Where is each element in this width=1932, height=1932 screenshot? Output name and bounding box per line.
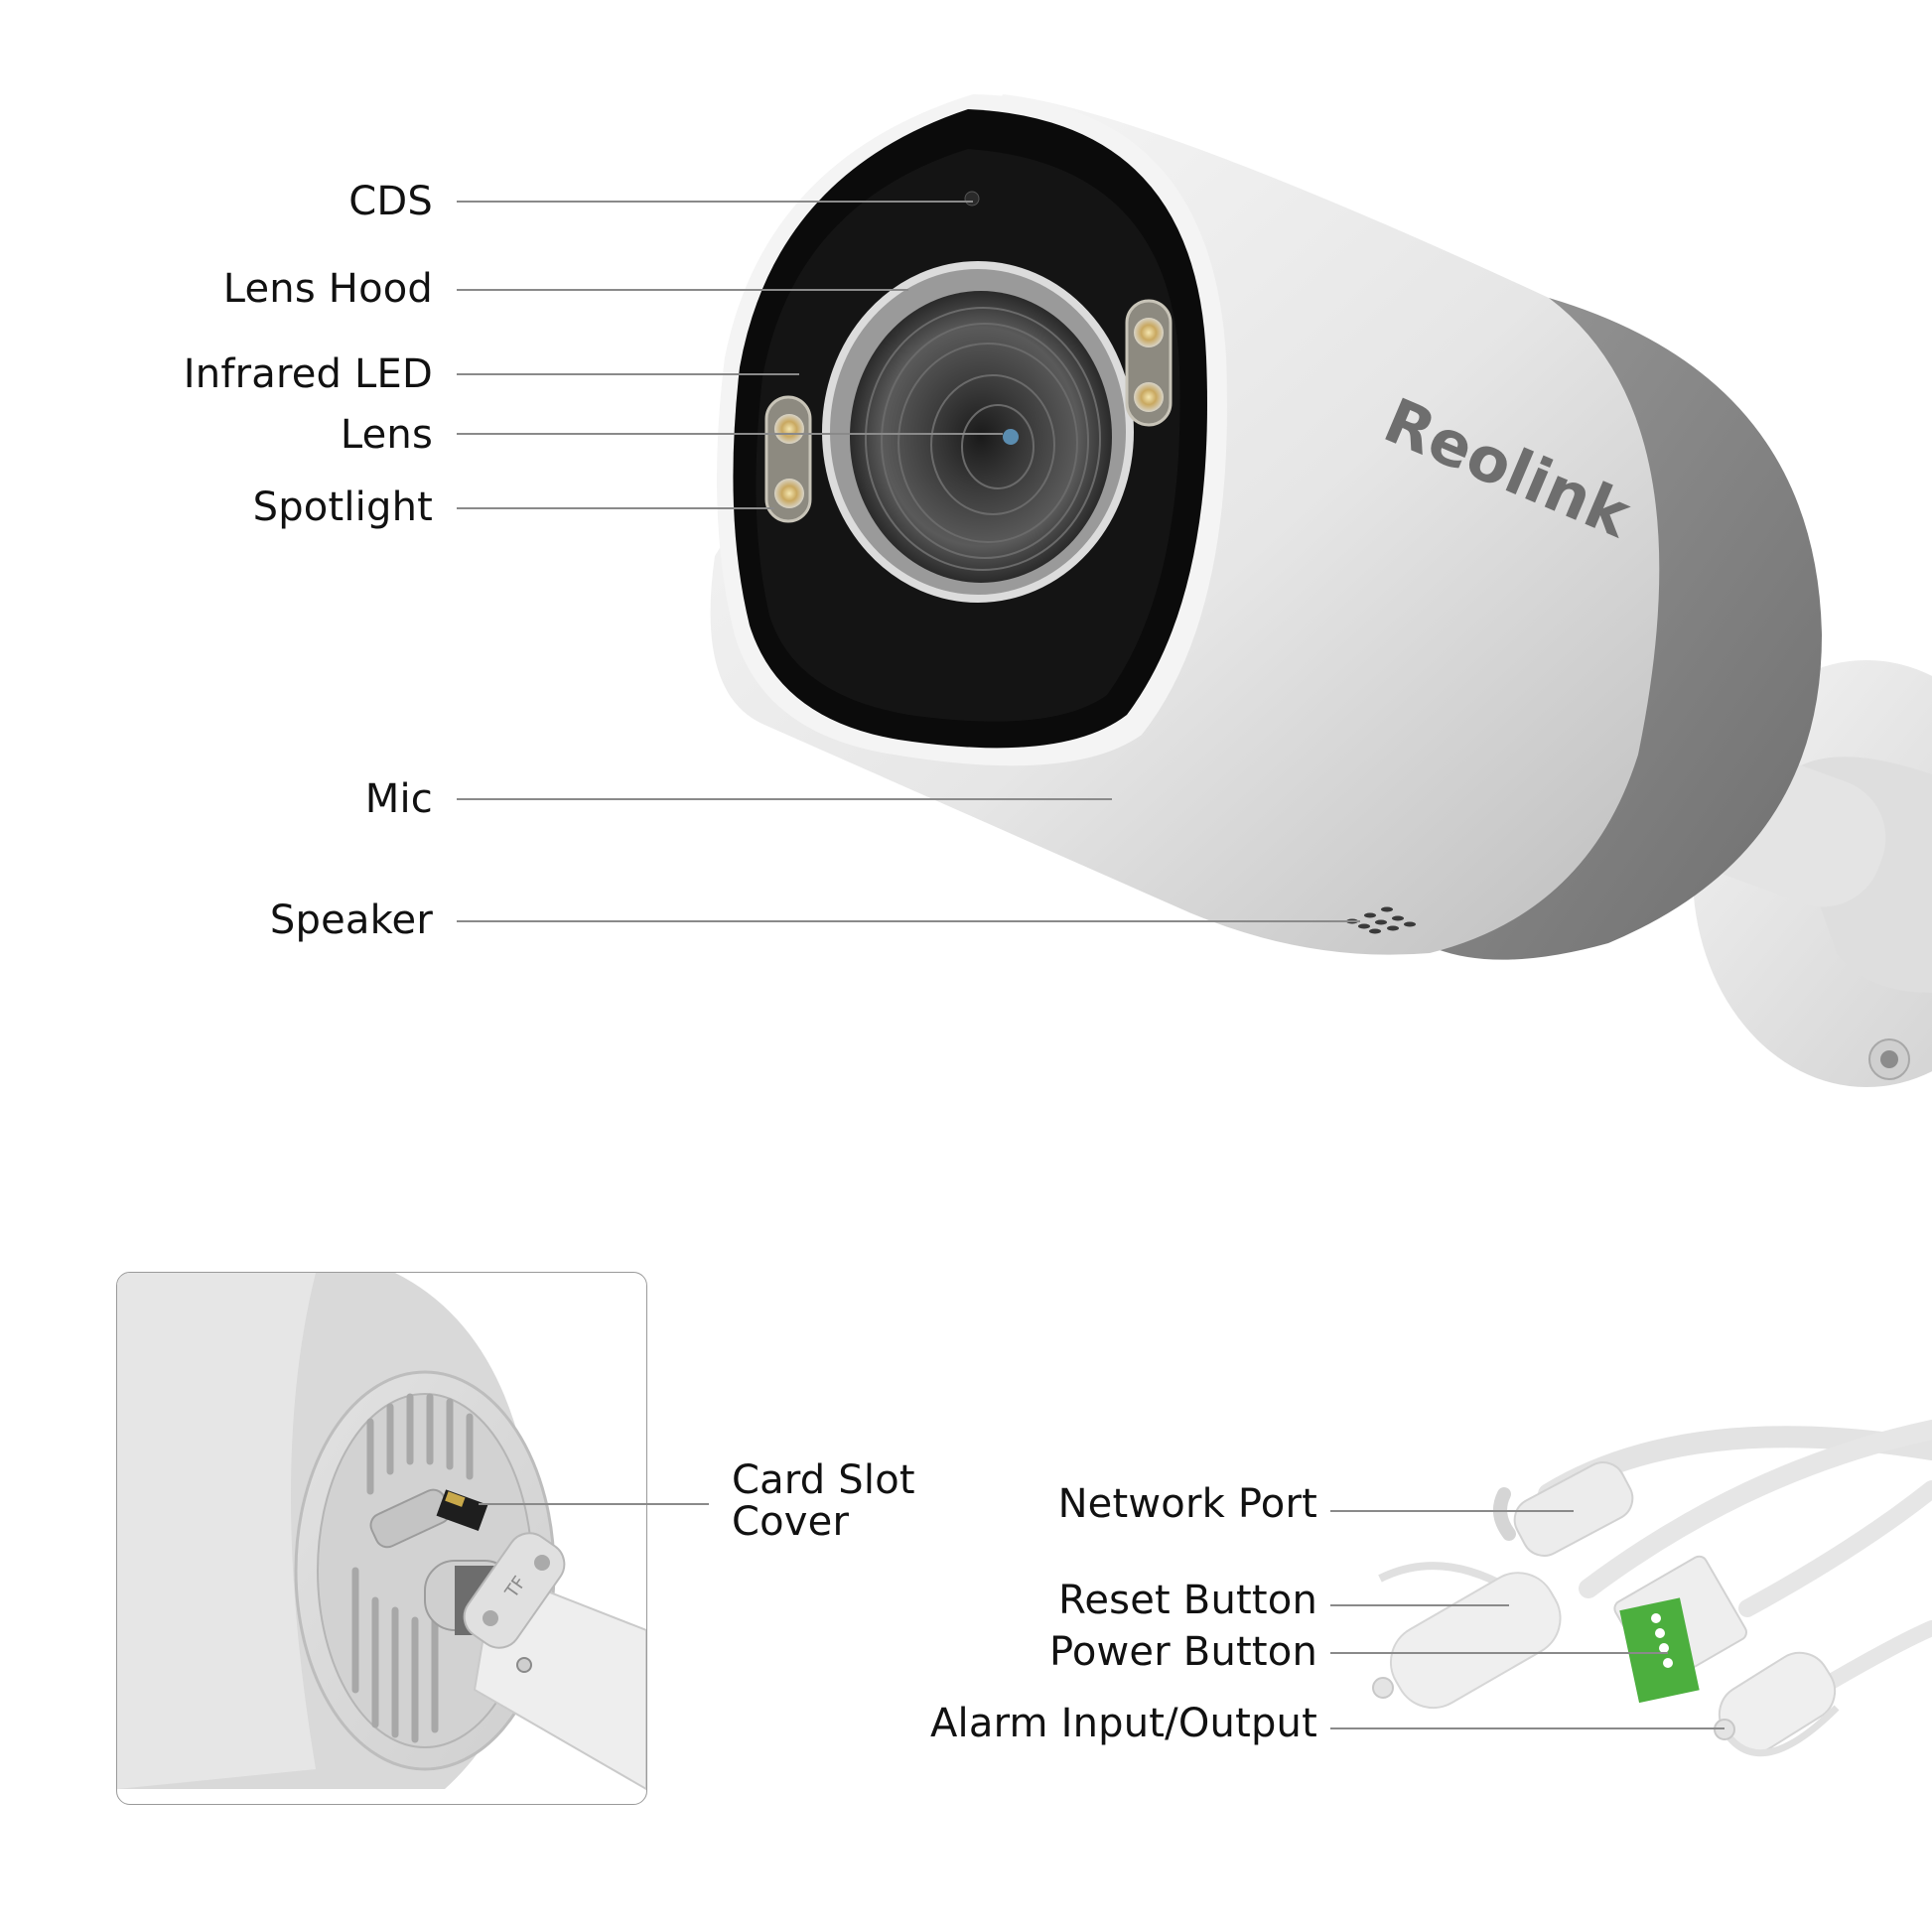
camera-rear-illustration: TF — [117, 1273, 646, 1791]
leader-line-power-button — [1330, 1652, 1668, 1654]
leader-line-infrared-led — [457, 373, 799, 375]
leader-line-cds — [457, 201, 973, 203]
callout-label-mic: Mic — [364, 776, 433, 822]
card-slot-cover: TF — [463, 1532, 566, 1649]
leader-line-reset-button — [1330, 1604, 1509, 1606]
spotlight-leds — [764, 395, 812, 523]
power-terminal-block — [1613, 1555, 1747, 1704]
speaker-holes — [1346, 906, 1416, 934]
callout-label-network-port: Network Port — [1057, 1481, 1317, 1527]
leader-line-network-port — [1330, 1510, 1574, 1512]
card-slot-label-line1: Card Slot — [732, 1457, 915, 1503]
network-port-connector — [1493, 1461, 1634, 1557]
callout-label-spotlight: Spotlight — [252, 484, 433, 530]
callout-label-alarm-io: Alarm Input/Output — [929, 1701, 1317, 1746]
leader-line-lens-hood — [457, 289, 908, 291]
callout-label-power-button: Power Button — [1048, 1629, 1317, 1675]
infrared-leds — [1125, 299, 1173, 427]
callout-label-reset-button: Reset Button — [1058, 1578, 1317, 1623]
leader-line-spotlight — [457, 507, 774, 509]
leader-line-lens — [457, 433, 1003, 435]
lens-center — [1003, 429, 1019, 445]
leader-line-speaker — [457, 920, 1360, 922]
callout-label-card-slot-cover: Card Slot Cover — [732, 1459, 990, 1543]
card-slot-label-line2: Cover — [732, 1499, 850, 1545]
alarm-io-connector — [1714, 1651, 1840, 1757]
card-slot-inset: TF — [116, 1272, 647, 1805]
callout-label-lens-hood: Lens Hood — [222, 266, 433, 312]
cable-illustration — [1372, 1420, 1932, 1757]
leader-line-alarm-io — [1330, 1727, 1725, 1729]
callout-label-lens: Lens — [340, 412, 433, 458]
cds-sensor — [964, 191, 980, 207]
callout-label-infrared-led: Infrared LED — [183, 351, 433, 397]
callout-label-speaker: Speaker — [269, 897, 433, 943]
leader-line-card-slot — [479, 1503, 709, 1505]
callout-label-cds: CDS — [348, 179, 433, 224]
leader-line-mic — [457, 798, 1112, 800]
reset-button-connector — [1372, 1562, 1562, 1710]
